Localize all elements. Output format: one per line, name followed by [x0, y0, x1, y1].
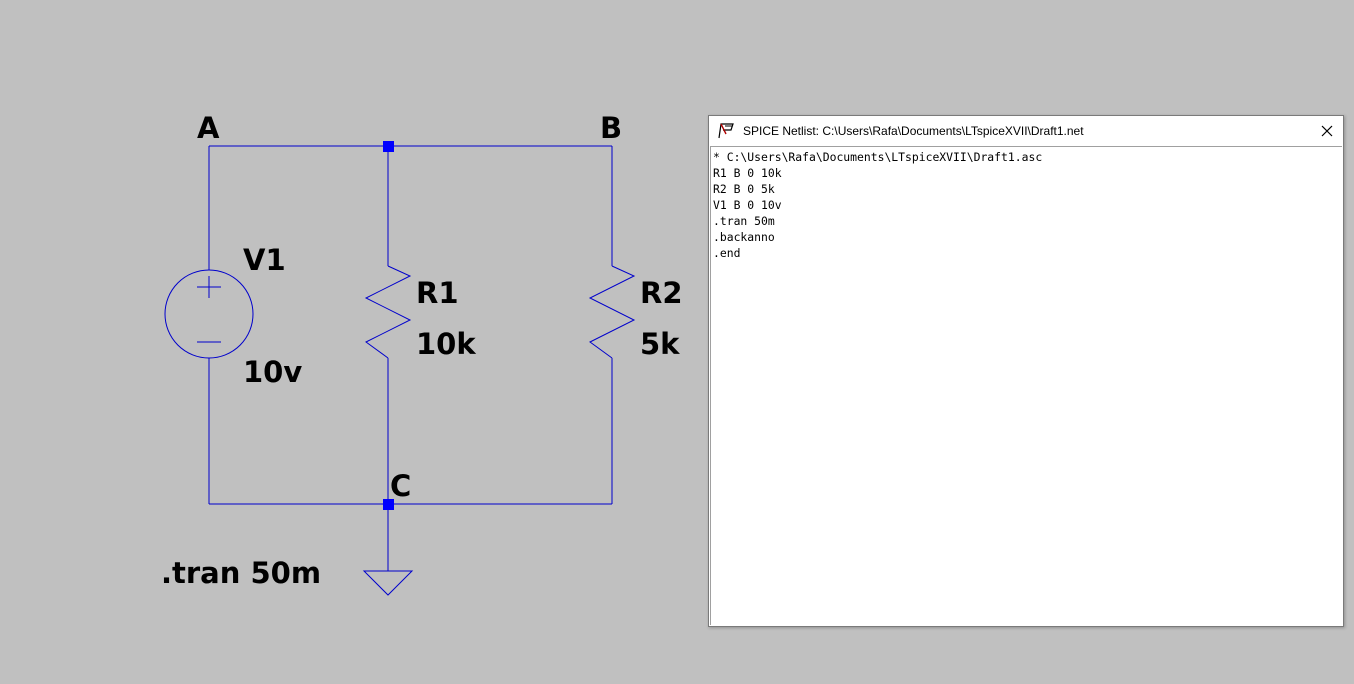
r2-name-label[interactable]: R2 — [640, 276, 683, 310]
netlist-line: R1 B 0 10k — [713, 166, 782, 180]
ltspice-app-icon — [718, 122, 734, 138]
close-icon — [1321, 125, 1333, 136]
spice-directive[interactable]: .tran 50m — [161, 556, 321, 590]
r1-value-label[interactable]: 10k — [416, 327, 476, 361]
netlist-line: R2 B 0 5k — [713, 182, 775, 196]
node-label-a[interactable]: A — [197, 111, 220, 145]
junction-bottom — [383, 499, 394, 510]
voltage-source-v1[interactable] — [164, 269, 254, 359]
netlist-titlebar[interactable]: SPICE Netlist: C:\Users\Rafa\Documents\L… — [709, 116, 1343, 145]
resistor-r2[interactable] — [588, 265, 636, 359]
netlist-line: .tran 50m — [713, 214, 775, 228]
v1-value-label[interactable]: 10v — [243, 355, 302, 389]
netlist-window: SPICE Netlist: C:\Users\Rafa\Documents\L… — [708, 115, 1344, 627]
netlist-window-title: SPICE Netlist: C:\Users\Rafa\Documents\L… — [743, 123, 1084, 138]
r1-name-label[interactable]: R1 — [416, 276, 459, 310]
schematic-canvas[interactable]: A B C V1 10v R1 10k R2 5k .tran 50m — [0, 0, 700, 684]
junction-top — [383, 141, 394, 152]
node-label-b[interactable]: B — [600, 111, 622, 145]
close-button[interactable] — [1311, 116, 1343, 145]
resistor-r1[interactable] — [364, 265, 412, 359]
netlist-line: .backanno — [713, 230, 775, 244]
netlist-line: .end — [713, 246, 741, 260]
r2-value-label[interactable]: 5k — [640, 327, 680, 361]
ground-icon[interactable] — [362, 570, 414, 596]
node-label-c[interactable]: C — [390, 469, 411, 503]
netlist-text-area[interactable]: * C:\Users\Rafa\Documents\LTspiceXVII\Dr… — [710, 146, 1342, 625]
v1-name-label[interactable]: V1 — [243, 243, 286, 277]
netlist-line: V1 B 0 10v — [713, 198, 782, 212]
netlist-line: * C:\Users\Rafa\Documents\LTspiceXVII\Dr… — [713, 150, 1043, 164]
